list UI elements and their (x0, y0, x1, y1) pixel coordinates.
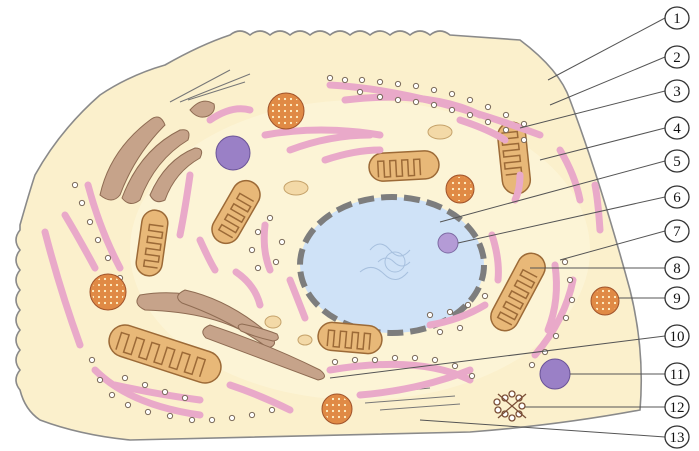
label-number-11: 11 (670, 367, 684, 383)
label-number-2: 2 (673, 50, 681, 66)
label-number-13: 13 (670, 430, 685, 446)
label-number-4: 4 (673, 121, 681, 137)
label-number-12: 12 (670, 400, 685, 416)
label-number-8: 8 (673, 261, 681, 277)
nucleolus (438, 233, 458, 253)
label-number-1: 1 (673, 11, 681, 27)
label-number-6: 6 (673, 190, 681, 206)
label-number-10: 10 (670, 329, 685, 345)
label-number-5: 5 (673, 154, 681, 170)
label-number-3: 3 (673, 84, 681, 100)
label-number-7: 7 (673, 224, 681, 240)
label-number-9: 9 (673, 291, 681, 307)
